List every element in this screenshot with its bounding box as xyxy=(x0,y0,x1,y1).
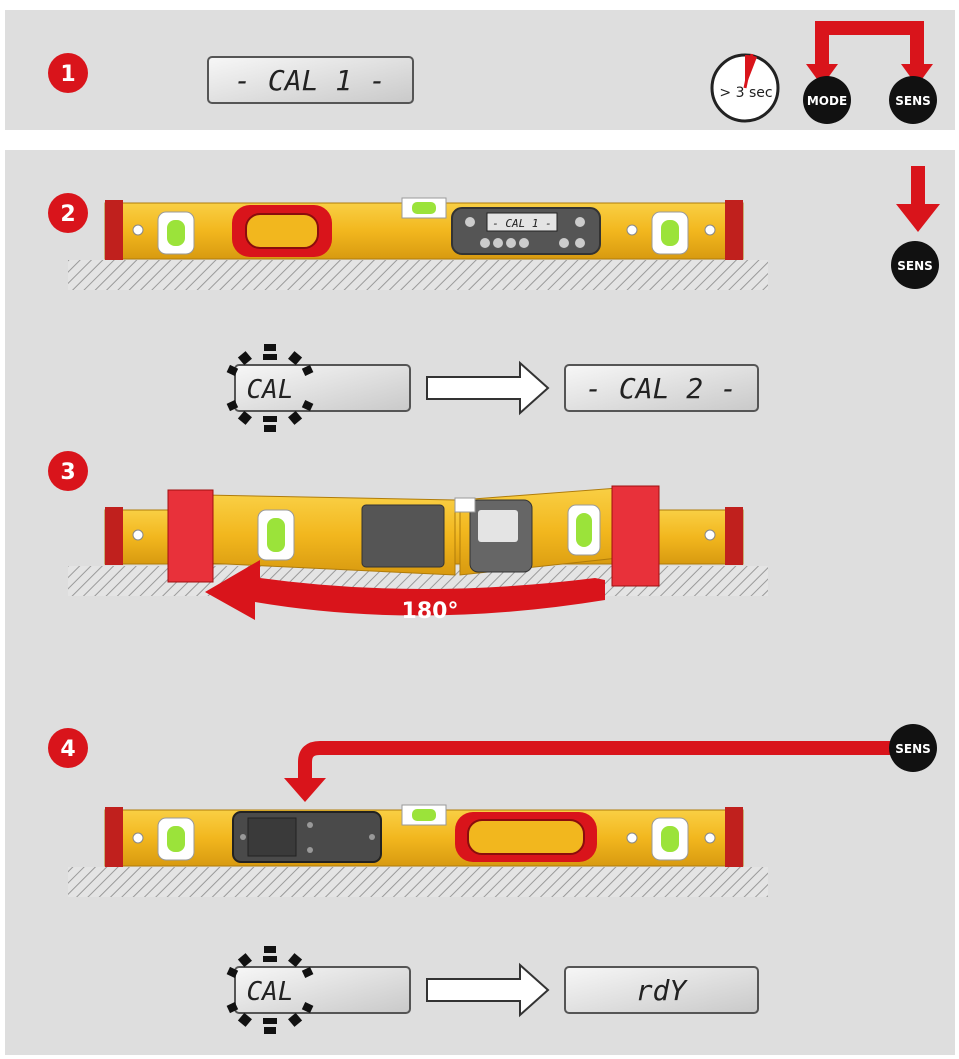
spirit-level-2: - CAL 1 - xyxy=(104,197,744,260)
mode-button-label: MODE xyxy=(807,94,847,108)
step-2-badge: 2 xyxy=(48,193,88,233)
timer-icon: > 3 sec xyxy=(710,53,780,123)
mode-sens-arrows xyxy=(806,21,933,86)
step-1-display-text: - CAL 1 - xyxy=(234,64,386,97)
step-2-number: 2 xyxy=(60,202,75,227)
step-4-number: 4 xyxy=(60,737,75,762)
sens-button-1: SENS xyxy=(889,76,937,124)
blink-lcd-2: CAL xyxy=(226,344,411,432)
sens-arrow-2 xyxy=(896,166,940,232)
white-arrow-4 xyxy=(426,962,550,1018)
result-2-text: - CAL 2 - xyxy=(585,372,737,405)
mode-button: MODE xyxy=(803,76,851,124)
result-lcd-2: - CAL 2 - xyxy=(564,364,759,412)
step-1-lcd: - CAL 1 - xyxy=(207,56,414,104)
result-4-text: rdY xyxy=(636,974,689,1007)
sens-button-4: SENS xyxy=(889,724,937,772)
spirit-level-4 xyxy=(104,804,744,867)
ground-surface-2 xyxy=(68,260,768,290)
step-3-number: 3 xyxy=(60,460,75,485)
rotating-level-right xyxy=(454,485,660,587)
white-arrow-2 xyxy=(426,360,550,416)
blink-2-text: CAL xyxy=(247,375,294,405)
step-1-panel xyxy=(5,10,955,130)
step-1-badge: 1 xyxy=(48,53,88,93)
blink-4-text: CAL xyxy=(247,977,294,1007)
ground-surface-4 xyxy=(68,867,768,897)
rotation-arrow: 180° xyxy=(205,560,605,624)
step-3-badge: 3 xyxy=(48,451,88,491)
sens-arrow-4 xyxy=(284,741,890,802)
result-lcd-4: rdY xyxy=(564,966,759,1014)
blink-lcd-4: CAL xyxy=(226,946,411,1034)
sens-button-2: SENS xyxy=(891,241,939,289)
rotation-label: 180° xyxy=(402,599,459,624)
sens-button-1-label: SENS xyxy=(895,94,931,108)
level-2-display-text: - CAL 1 - xyxy=(492,217,552,230)
timer-label: > 3 sec xyxy=(719,85,772,101)
sens-button-4-label: SENS xyxy=(895,742,931,756)
step-4-badge: 4 xyxy=(48,728,88,768)
step-1-number: 1 xyxy=(60,62,75,87)
rotating-level-left xyxy=(167,489,456,583)
sens-button-2-label: SENS xyxy=(897,259,933,273)
